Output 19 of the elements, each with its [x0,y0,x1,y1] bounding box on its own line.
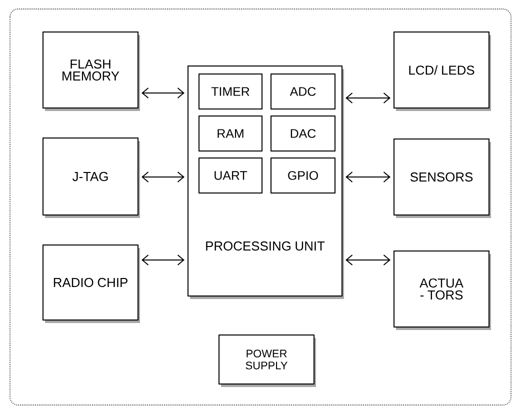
block-box: FLASH MEMORY [42,32,140,111]
component-box: RAM [198,116,262,152]
arrow [142,254,184,266]
arrow [142,88,184,98]
component-box: UART [198,158,262,194]
component-box: DAC [270,116,336,152]
block-box: LCD/ LEDS [394,32,491,111]
arrow [142,172,184,182]
arrow [346,254,390,266]
block-box: SENSORS [394,138,491,218]
arrow [346,92,390,104]
component-box: TIMER [198,74,262,110]
block-box: J-TAG [42,138,140,218]
component-box: GPIO [270,158,336,194]
component-box: ADC [270,74,336,110]
block-box: RADIO CHIP [42,244,140,323]
arrow [346,172,390,182]
block-box: ACTUA - TORS [394,250,491,330]
block-box: POWER SUPPLY [218,334,316,387]
